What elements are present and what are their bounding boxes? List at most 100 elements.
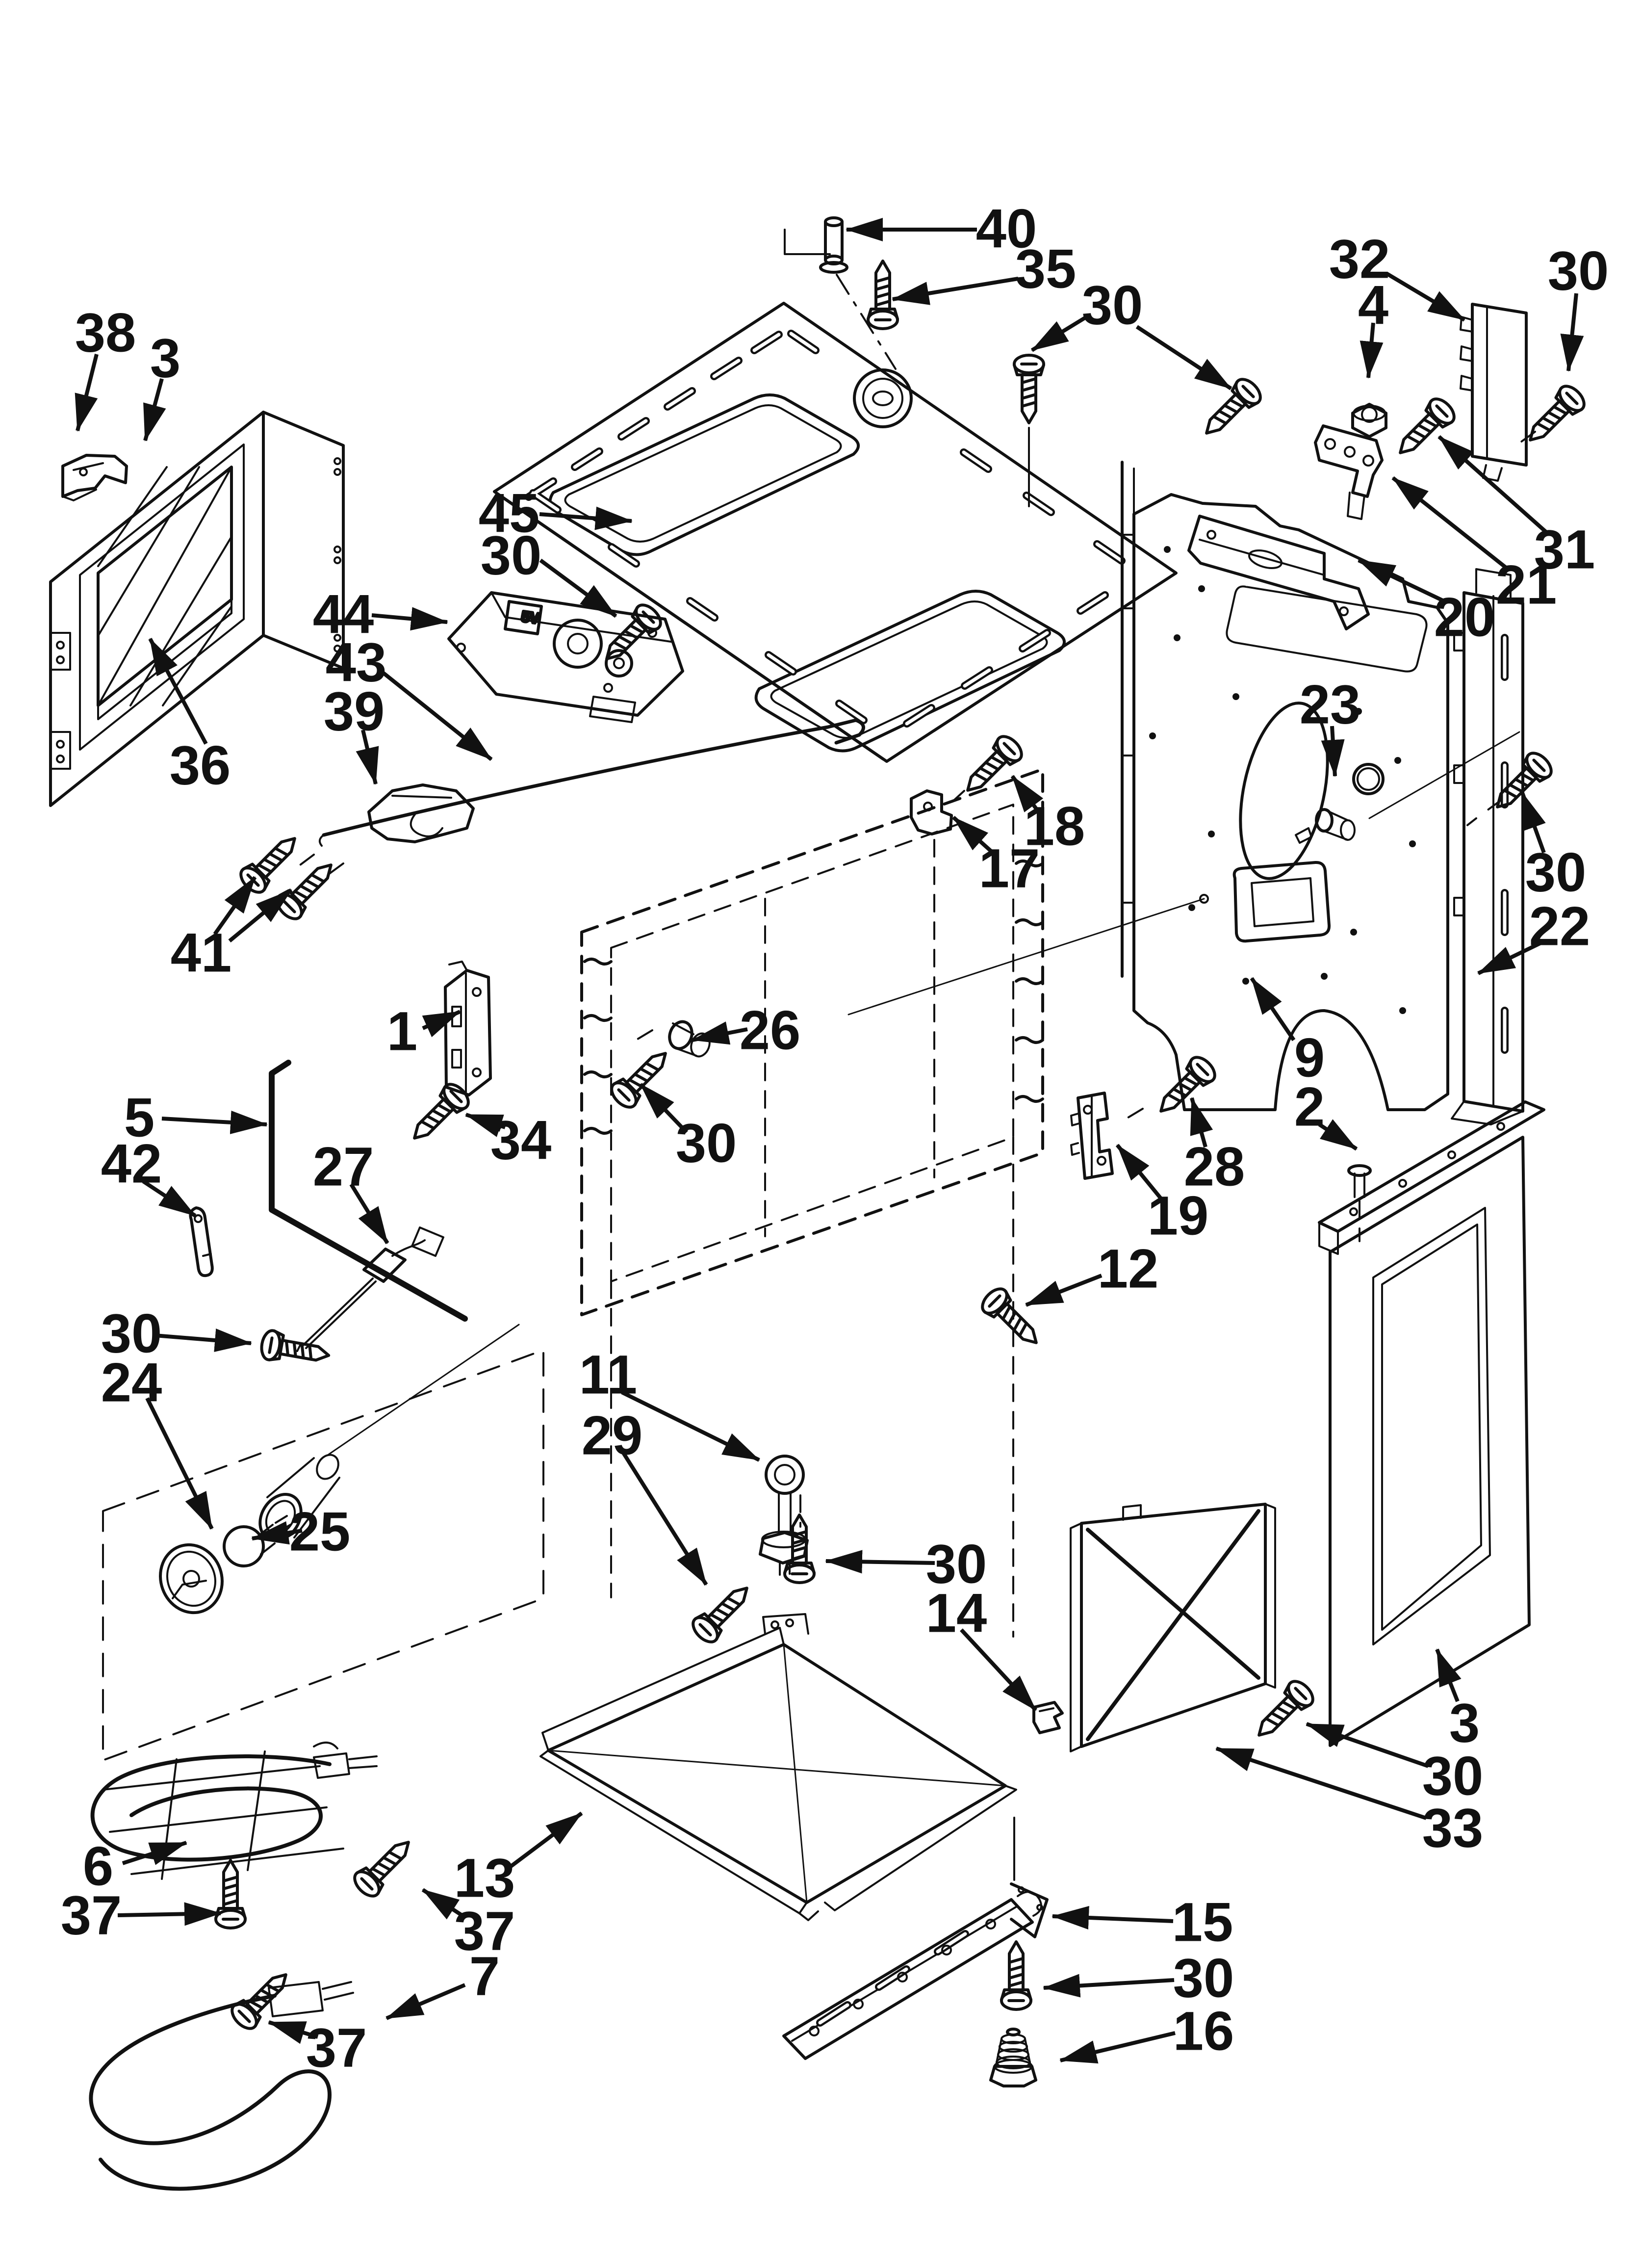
callout-arrow-33 bbox=[1215, 1747, 1427, 1820]
left-side-panel bbox=[49, 411, 345, 807]
part-number-31: 31 bbox=[1534, 519, 1595, 580]
callout-arrow-30 bbox=[1306, 1722, 1429, 1768]
broil-element-6 bbox=[90, 1742, 378, 1880]
part-number-26: 26 bbox=[740, 1000, 801, 1061]
callout-arrow-45 bbox=[539, 506, 633, 530]
callout-arrow-22 bbox=[1477, 940, 1544, 975]
part-number-6: 6 bbox=[83, 1836, 113, 1897]
part-number-35: 35 bbox=[1015, 238, 1077, 300]
part-number-14: 14 bbox=[926, 1583, 987, 1644]
part-number-2: 2 bbox=[1294, 1076, 1325, 1138]
latch-plate-1 bbox=[444, 961, 492, 1096]
part-number-37: 37 bbox=[61, 1885, 122, 1946]
part-number-20: 20 bbox=[1434, 587, 1495, 648]
callout-arrow-11 bbox=[621, 1390, 760, 1462]
part-number-34: 34 bbox=[490, 1110, 552, 1171]
part-number-16: 16 bbox=[1173, 2001, 1234, 2062]
screw-37-a bbox=[216, 1860, 245, 1928]
callout-arrow-19 bbox=[1115, 1144, 1163, 1200]
part-number-39: 39 bbox=[324, 681, 385, 742]
part-number-44: 44 bbox=[313, 584, 374, 645]
part-number-32: 32 bbox=[1329, 229, 1390, 290]
part-number-9: 9 bbox=[1294, 1027, 1325, 1089]
part-number-12: 12 bbox=[1098, 1238, 1159, 1300]
screw-34 bbox=[404, 1080, 473, 1148]
part-number-13: 13 bbox=[454, 1848, 515, 1909]
rear-panel-9 bbox=[847, 461, 1520, 1111]
part-number-28: 28 bbox=[1184, 1136, 1245, 1198]
callout-arrow-25 bbox=[251, 1521, 303, 1545]
part-number-11: 11 bbox=[579, 1344, 637, 1406]
callout-arrow-16 bbox=[1059, 2031, 1176, 2064]
oven-cavity bbox=[580, 768, 1044, 1638]
part-number-3: 3 bbox=[1449, 1693, 1480, 1754]
screw-41-b bbox=[273, 855, 341, 923]
door-latch-assembly-44: 5V bbox=[447, 591, 684, 723]
part-number-7: 7 bbox=[469, 1946, 500, 2007]
part-number-45: 45 bbox=[479, 483, 540, 544]
callout-arrow-36 bbox=[148, 638, 208, 745]
screw-35 bbox=[868, 261, 898, 329]
callout-arrow-30 bbox=[1560, 293, 1584, 372]
top-stud-40 bbox=[819, 216, 848, 274]
callout-arrow-9 bbox=[1250, 977, 1296, 1042]
callout-arrow-13 bbox=[506, 1811, 583, 1871]
callout-arrow-7 bbox=[385, 1983, 466, 2020]
callout-arrow-18 bbox=[1010, 775, 1044, 812]
part-number-30: 30 bbox=[676, 1113, 737, 1174]
screw-30-bottom bbox=[1001, 1942, 1031, 2009]
screw-30-rear bbox=[1487, 749, 1556, 817]
bake-element-7 bbox=[89, 1981, 354, 2191]
callout-arrow-30 bbox=[825, 1550, 935, 1574]
callout-arrow-15 bbox=[1052, 1906, 1174, 1929]
callout-arrow-42 bbox=[142, 1179, 197, 1218]
callout-arrow-26 bbox=[692, 1021, 748, 1045]
part-number-40: 40 bbox=[976, 198, 1037, 260]
callout-arrow-38 bbox=[75, 354, 99, 432]
part-number-38: 38 bbox=[75, 302, 136, 364]
callout-arrow-44 bbox=[371, 607, 448, 631]
callout-arrow-29 bbox=[621, 1451, 708, 1586]
callout-arrow-31 bbox=[1437, 435, 1547, 533]
door-hinge-clip-38 bbox=[61, 454, 128, 498]
top-panel-slots bbox=[525, 330, 1126, 728]
part-number-30: 30 bbox=[1082, 275, 1143, 336]
callout-arrow-4 bbox=[1360, 322, 1384, 379]
callout-arrow-3 bbox=[1435, 1648, 1462, 1702]
screw-18 bbox=[957, 732, 1026, 801]
bottom-rail-15 bbox=[782, 1817, 1049, 2060]
leveling-foot-16 bbox=[989, 2028, 1037, 2087]
part-number-30: 30 bbox=[101, 1303, 162, 1364]
callout-arrow-34 bbox=[465, 1113, 506, 1137]
callout-arrow-43 bbox=[382, 671, 493, 761]
callout-arrow-41 bbox=[213, 876, 257, 936]
callout-arrow-41 bbox=[228, 888, 293, 943]
callout-arrow-37 bbox=[117, 1902, 222, 1926]
part-number-43: 43 bbox=[326, 632, 387, 693]
part-number-42: 42 bbox=[101, 1133, 162, 1195]
callout-arrow-30 bbox=[154, 1329, 252, 1352]
screw-30-top-b bbox=[1196, 375, 1265, 443]
part-number-30: 30 bbox=[1525, 842, 1587, 903]
callout-arrow-28 bbox=[1190, 1097, 1213, 1148]
latch-rod-43 bbox=[318, 718, 865, 847]
part-number-21: 21 bbox=[1496, 554, 1557, 616]
part-number-22: 22 bbox=[1529, 896, 1591, 957]
part-number-30: 30 bbox=[481, 525, 542, 586]
callout-arrow-35 bbox=[892, 277, 1019, 305]
latch-micro-switch bbox=[504, 600, 543, 635]
part-number-23: 23 bbox=[1300, 674, 1361, 735]
callout-arrow-2 bbox=[1318, 1119, 1358, 1151]
part-number-24: 24 bbox=[101, 1352, 162, 1413]
callout-arrow-30 bbox=[1520, 792, 1546, 854]
screw-30-far-right bbox=[1520, 382, 1589, 450]
part-number-41: 41 bbox=[171, 922, 232, 984]
callout-arrow-17 bbox=[952, 816, 993, 853]
key-42 bbox=[189, 1206, 214, 1277]
latch-lever-39 bbox=[293, 783, 475, 875]
callout-arrow-37 bbox=[421, 1888, 466, 1920]
callout-arrow-37 bbox=[268, 2020, 319, 2044]
part-number-15: 15 bbox=[1172, 1892, 1233, 1953]
callout-arrow-24 bbox=[145, 1397, 214, 1530]
